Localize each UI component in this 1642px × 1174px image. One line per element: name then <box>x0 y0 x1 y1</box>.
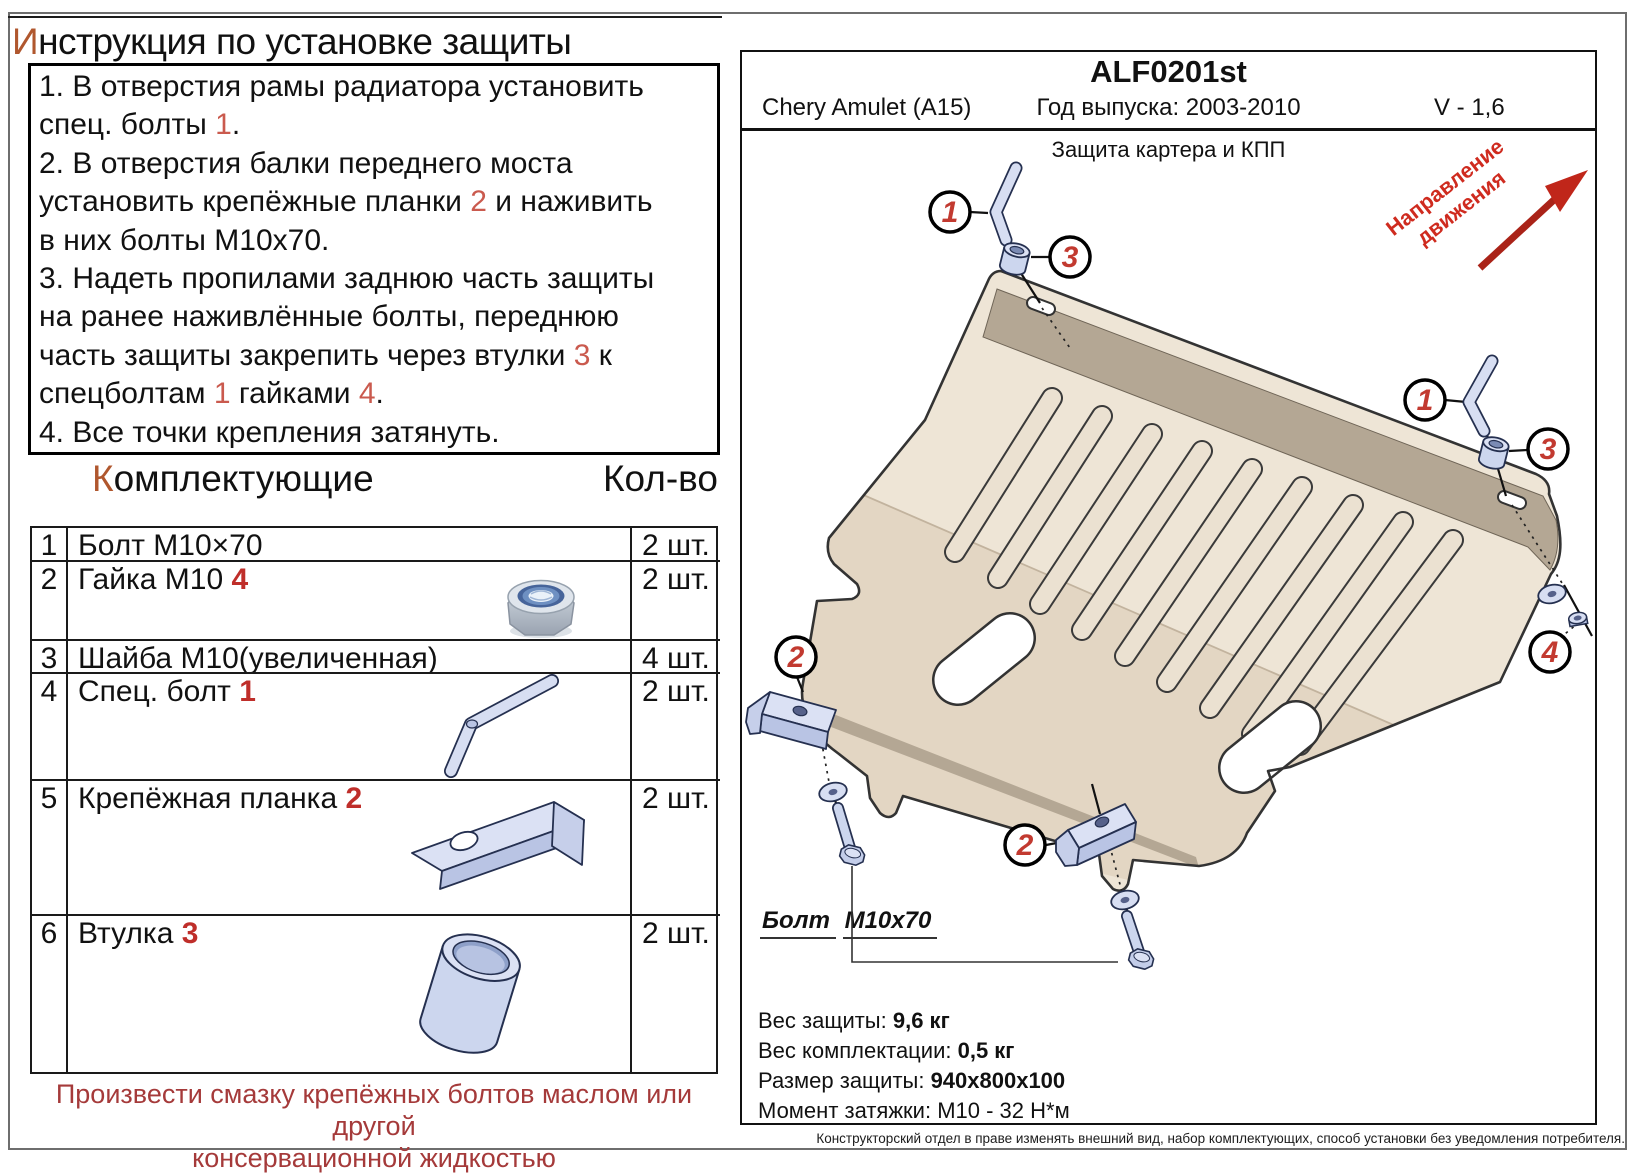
title-rule <box>8 16 722 18</box>
qty-column-title: Кол-во <box>602 458 718 499</box>
production-years: Год выпуска: 2003-2010 <box>1036 94 1301 121</box>
row-name: Втулка 3 <box>66 914 630 1072</box>
row-num: 4 <box>32 672 66 779</box>
row-num: 2 <box>32 560 66 639</box>
instruction-line: установить крепёжные планки 2 и наживить <box>39 185 653 219</box>
sleeve-drawing <box>419 933 521 1054</box>
installation-instructions: 1. В отверстия рамы радиатора установить… <box>28 63 720 455</box>
instruction-line: 2. В отверстия балки переднего моста <box>39 146 573 180</box>
instruction-line: спецболтам 1 гайками 4. <box>39 377 384 411</box>
row-name: Шайба М10(увеличенная) <box>66 639 630 675</box>
drawing-header-divider <box>742 128 1595 131</box>
row-num: 5 <box>32 779 66 914</box>
design-disclaimer: Конструкторский отдел в праве изменять в… <box>816 1131 1625 1146</box>
components-table-header: Комплектующие Кол-во <box>30 458 718 500</box>
row-qty: 4 шт. <box>630 639 720 675</box>
spec-weight: Вес защиты: 9,6 кг <box>758 1008 950 1033</box>
engine-version: V - 1,6 <box>1434 94 1505 121</box>
instruction-line: 3. Надеть пропилами заднюю часть защиты <box>39 262 655 296</box>
lubrication-warning: Произвести смазку крепёжных болтов масло… <box>55 1079 693 1173</box>
row-qty: 2 шт. <box>630 672 720 779</box>
instruction-line: 1. В отверстия рамы радиатора установить <box>39 70 644 103</box>
instruction-line: часть защиты закрепить через втулки 3 к <box>39 338 612 372</box>
instruction-line: в них болты М10х70. <box>39 223 330 257</box>
row-name: Спец. болт 1 <box>66 672 630 779</box>
components-title: Комплектующие <box>92 458 374 499</box>
row-qty: 2 шт. <box>630 779 720 914</box>
row-name: Крепёжная планка 2 <box>66 779 630 914</box>
row-qty: 2 шт. <box>630 560 720 639</box>
lock-nut-photo <box>507 579 575 638</box>
instruction-line: на ранее наживлённые болты, переднюю <box>39 300 619 334</box>
spec-torque: Момент затяжки: М10 - 32 Н*м <box>758 1098 1070 1123</box>
instruction-line: спец. болты 1. <box>39 108 241 142</box>
row-num: 1 <box>40 529 58 562</box>
mounting-plate-drawing <box>411 801 585 890</box>
components-table: 1 Болт М10×70 2 шт. 2 Гайка М10 4 2 шт. … <box>30 526 720 1074</box>
row-num: 3 <box>32 639 66 675</box>
row-qty: 2 шт. <box>630 528 720 562</box>
drawing-subtitle: Защита картера и КПП <box>1051 137 1286 162</box>
bolt-callout-label: Болт М10х70 <box>760 905 938 939</box>
row-num: 6 <box>32 914 66 1072</box>
instruction-line: 4. Все точки крепления затянуть. <box>39 415 500 449</box>
row-qty: 2 шт. <box>630 914 720 1072</box>
page-title: Инструкция по установке защиты <box>12 21 572 62</box>
special-bolt-drawing <box>444 674 559 778</box>
row-name: Гайка М10 4 <box>66 560 630 639</box>
title-accent-letter: И <box>12 21 39 62</box>
drawing-panel-border <box>740 50 1597 1125</box>
spec-kit-weight: Вес комплектации: 0,5 кг <box>758 1038 1015 1063</box>
page-border <box>8 12 1627 1150</box>
row-name: Болт М10×70 <box>66 528 630 562</box>
spec-size: Размер защиты: 940х800х100 <box>758 1068 1066 1093</box>
part-code: ALF0201st <box>1090 54 1247 89</box>
vehicle-name: Chery Amulet (A15) <box>762 94 972 121</box>
